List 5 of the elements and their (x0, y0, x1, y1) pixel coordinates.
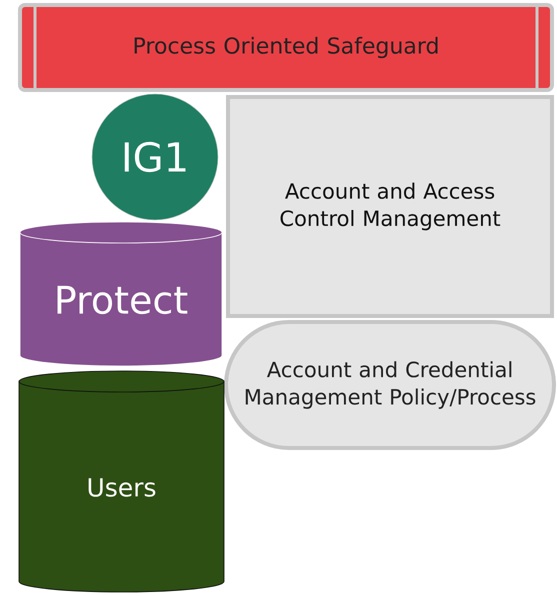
process-banner: Process Oriented Safeguard (18, 3, 554, 92)
cylinder: Protect (20, 222, 222, 366)
cylinder: Users (18, 370, 224, 592)
rounded-box: Account and Credential Management Policy/Process (224, 320, 556, 450)
process-box: Account and Access Control Management (226, 95, 554, 318)
